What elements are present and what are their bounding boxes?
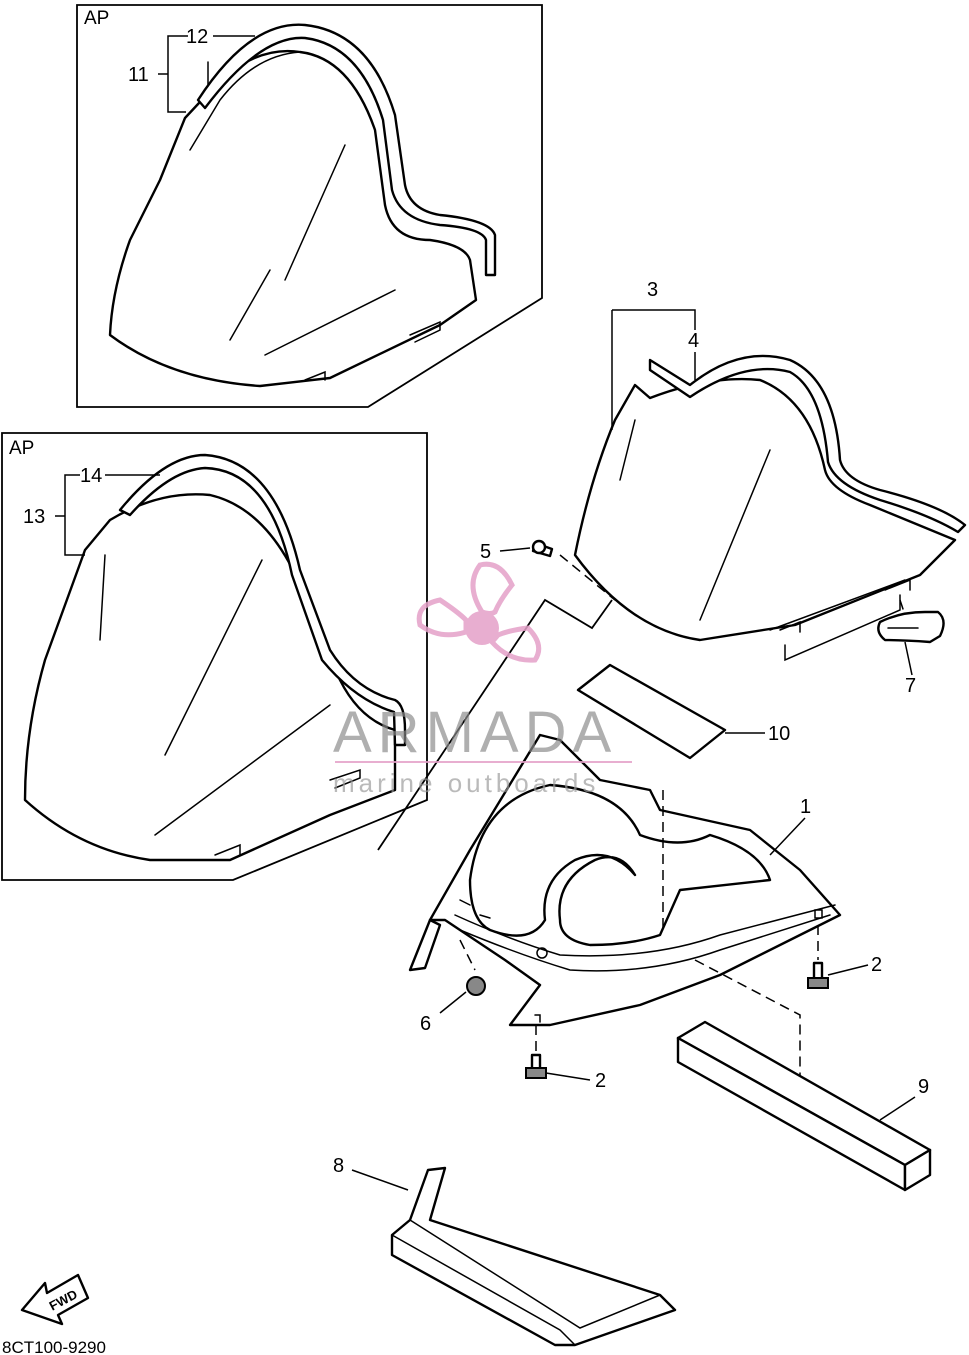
- callout-11: 11: [128, 64, 149, 86]
- drawing-code: 8CT100-9290: [2, 1338, 106, 1355]
- inset-left-frame: [1, 432, 428, 881]
- screw-2b: 2: [525, 1025, 606, 1092]
- trim-ap-small: [196, 23, 497, 277]
- callout-8: 8: [333, 1155, 344, 1177]
- bracket-8: 8: [333, 1155, 677, 1347]
- watermark: ARMADA marine outboards: [333, 561, 632, 798]
- callout-12: 12: [186, 26, 208, 48]
- windshield-main: 3 4: [573, 279, 967, 662]
- callout-2b: 2: [595, 1070, 606, 1092]
- callout-6: 6: [420, 1013, 431, 1035]
- inset-top: AP 12 11: [76, 4, 543, 408]
- pad-10: 10: [576, 663, 790, 760]
- callout-3: 3: [647, 279, 658, 301]
- screw-5: 5: [480, 539, 616, 601]
- nut-6: 6: [420, 939, 486, 1035]
- inset-top-frame: [76, 4, 543, 408]
- inset-left: AP 14 13: [1, 432, 428, 881]
- callout-5: 5: [480, 541, 491, 563]
- watermark-brand: ARMADA: [333, 700, 617, 765]
- callout-2a: 2: [871, 954, 882, 976]
- propeller-logo-icon: [416, 561, 542, 663]
- screw-2a: 2: [807, 925, 882, 989]
- cowling-1: 1: [377, 598, 842, 1090]
- foam-9: 9: [676, 1020, 932, 1192]
- callout-1: 1: [800, 796, 811, 818]
- inset-left-ap-label: AP: [9, 438, 34, 459]
- callout-9: 9: [918, 1076, 929, 1098]
- trim-ap-large: [118, 453, 407, 747]
- bracket-7: 7: [877, 599, 945, 697]
- fwd-arrow-icon: FWD: [20, 1273, 90, 1326]
- callout-10: 10: [768, 723, 790, 745]
- windshield-ap-large: [23, 493, 397, 862]
- callout-14: 14: [80, 465, 102, 487]
- inset-top-ap-label: AP: [84, 8, 109, 29]
- windshield: [573, 377, 957, 642]
- callout-13: 13: [23, 506, 45, 528]
- callout-4: 4: [688, 330, 699, 352]
- callout-7: 7: [905, 675, 916, 697]
- windshield-trim: [648, 354, 967, 534]
- watermark-tagline: marine outboards: [333, 768, 599, 798]
